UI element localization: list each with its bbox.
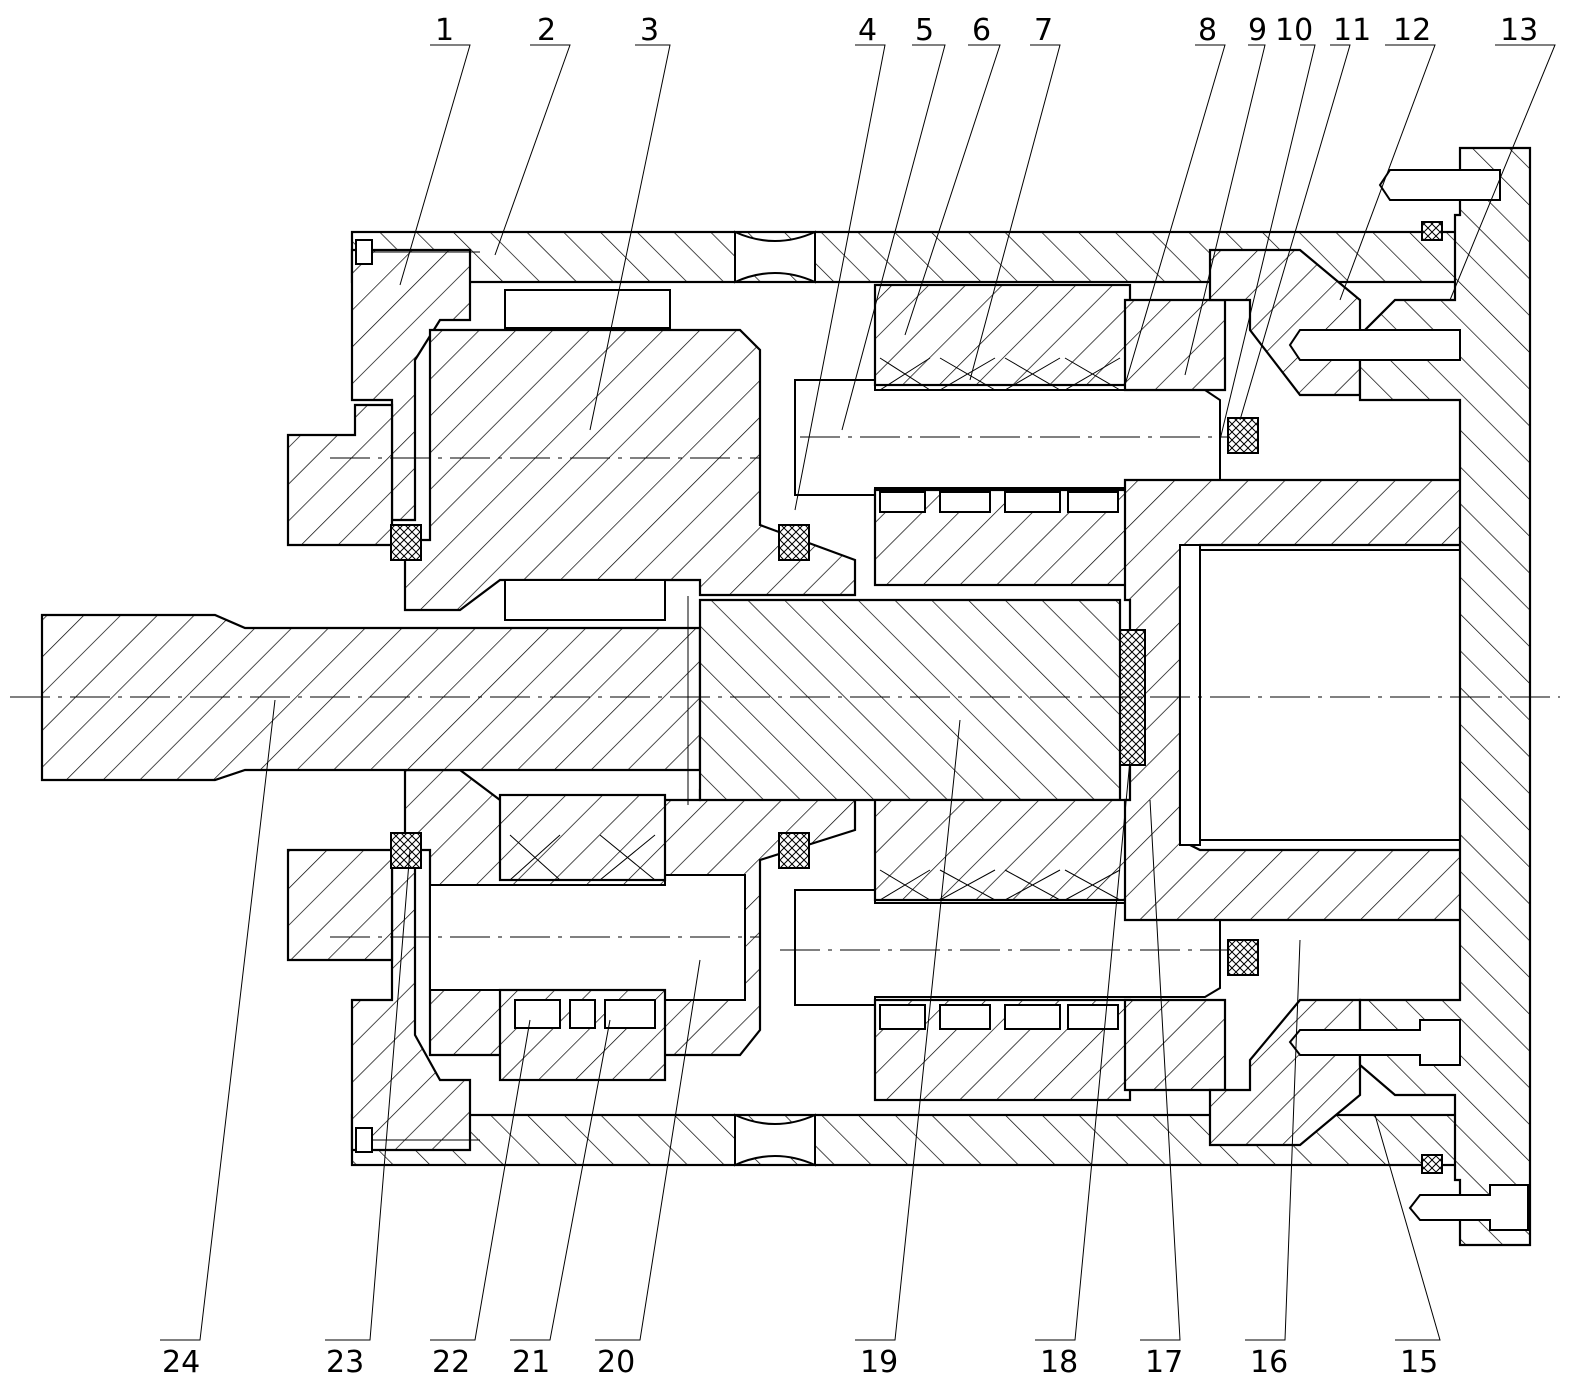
- left-end-cover: [350, 239, 480, 1153]
- part-labels-top: 1 2 3 4 5 6 7 8 9 10 11 12 13: [435, 13, 1538, 48]
- input-flange: [286, 403, 394, 962]
- part-label-7: 7: [1034, 13, 1053, 48]
- part-label-13: 13: [1500, 13, 1538, 48]
- part-label-12: 12: [1393, 13, 1431, 48]
- part-label-16: 16: [1250, 1345, 1288, 1380]
- part-labels-bottom: 24 23 22 21 20 19 18 17 16 15: [162, 1345, 1438, 1380]
- part-label-20: 20: [597, 1345, 635, 1380]
- part-label-17: 17: [1145, 1345, 1183, 1380]
- part-label-10: 10: [1275, 13, 1313, 48]
- lower-planet-assembly: [794, 798, 1221, 1102]
- part-label-1: 1: [435, 13, 454, 48]
- part-label-21: 21: [512, 1345, 550, 1380]
- part-label-3: 3: [640, 13, 659, 48]
- part-label-8: 8: [1198, 13, 1217, 48]
- part-label-18: 18: [1040, 1345, 1078, 1380]
- part-label-5: 5: [915, 13, 934, 48]
- part-label-6: 6: [972, 13, 991, 48]
- part-label-24: 24: [162, 1345, 200, 1380]
- output-shaft: [1123, 478, 1502, 922]
- center-lines: [10, 436, 1560, 951]
- part-label-9: 9: [1248, 13, 1267, 48]
- part-label-19: 19: [860, 1345, 898, 1380]
- part-label-2: 2: [537, 13, 556, 48]
- output-flange: [1288, 146, 1532, 1247]
- part-label-22: 22: [432, 1345, 470, 1380]
- part-label-23: 23: [326, 1345, 364, 1380]
- part-label-4: 4: [858, 13, 877, 48]
- part-label-15: 15: [1400, 1345, 1438, 1380]
- central-shaft: [687, 596, 1122, 805]
- part-label-11: 11: [1333, 13, 1371, 48]
- leader-lines: [160, 44, 1556, 1341]
